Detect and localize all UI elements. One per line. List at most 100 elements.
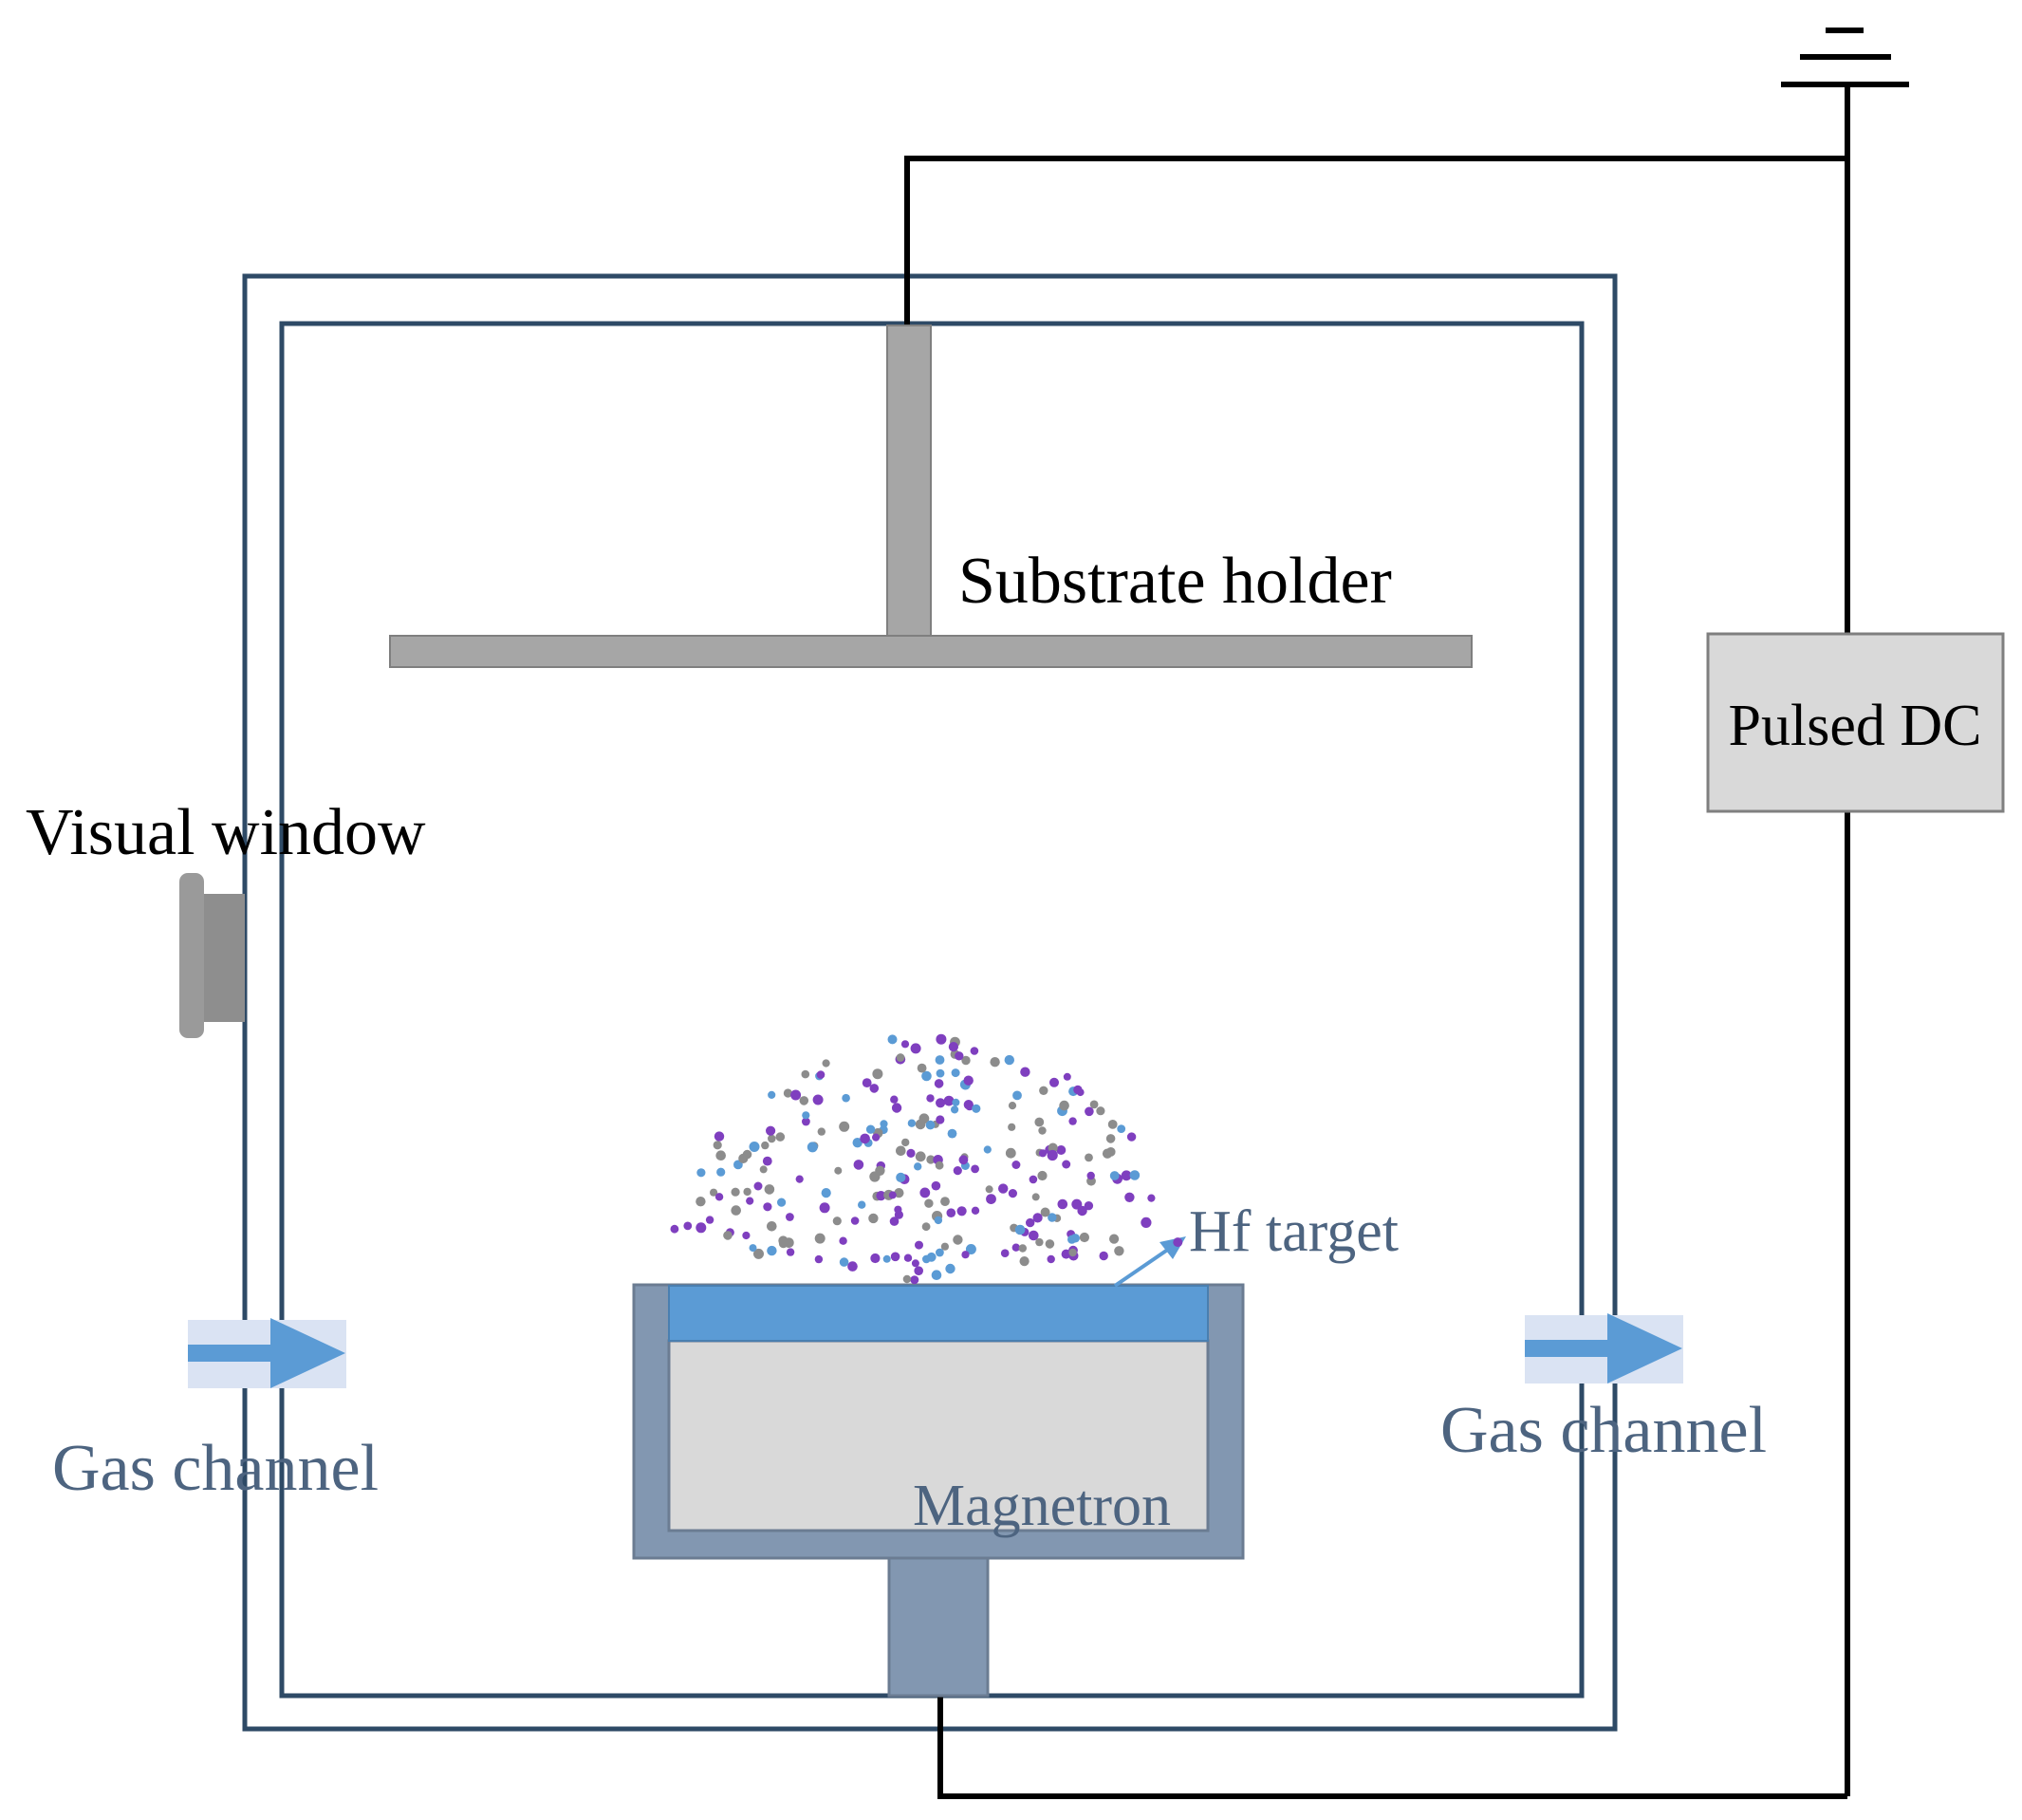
particle — [953, 1166, 962, 1176]
particle — [1047, 1149, 1058, 1161]
particle — [872, 1133, 881, 1142]
particle — [1038, 1149, 1048, 1158]
particle — [759, 1165, 768, 1174]
particle — [914, 1266, 923, 1275]
particle — [802, 1117, 810, 1126]
particle — [1032, 1213, 1043, 1223]
particle — [714, 1131, 725, 1142]
particle — [1008, 1102, 1017, 1110]
particle — [1038, 1126, 1047, 1135]
particle — [998, 1183, 1009, 1194]
pulsed-dc-label: Pulsed DC — [1729, 694, 1982, 758]
particle — [746, 1197, 754, 1205]
substrate-holder-plate — [389, 635, 1473, 668]
particle — [1034, 1117, 1045, 1127]
particle — [1089, 1100, 1099, 1109]
particle — [972, 1104, 981, 1113]
particle — [1014, 1224, 1026, 1235]
particle — [917, 1063, 927, 1073]
particle — [743, 1187, 751, 1197]
particle — [970, 1047, 979, 1055]
magnetron-stem — [887, 1554, 990, 1698]
particle — [767, 1245, 777, 1256]
particle — [778, 1235, 788, 1246]
particle — [816, 1070, 825, 1079]
particle — [931, 1270, 942, 1280]
particle — [940, 1197, 950, 1206]
particle — [822, 1059, 830, 1068]
particle — [742, 1231, 751, 1240]
particle — [775, 1132, 786, 1142]
particle — [936, 1098, 946, 1108]
substrate-holder-shaft — [886, 325, 932, 640]
particle — [713, 1141, 722, 1150]
particle — [870, 1253, 881, 1264]
particle — [812, 1094, 824, 1105]
particle — [951, 1068, 960, 1078]
particle — [872, 1068, 883, 1080]
particle — [1062, 1160, 1071, 1169]
particle — [801, 1069, 810, 1079]
particle — [738, 1153, 749, 1163]
particle — [890, 1252, 900, 1262]
particle — [819, 1202, 830, 1214]
particle — [926, 1094, 935, 1103]
particle — [936, 1068, 945, 1078]
particle — [1109, 1171, 1120, 1180]
particle — [935, 1161, 944, 1170]
particle — [955, 1051, 964, 1061]
sputtered-particle-cloud — [670, 1033, 1183, 1285]
particle — [1040, 1207, 1050, 1217]
gas-channel-right-label: Gas channel — [1440, 1394, 1767, 1467]
particle — [958, 1155, 969, 1165]
particle — [1086, 1171, 1095, 1180]
particle — [1096, 1106, 1105, 1116]
particle — [914, 1162, 922, 1171]
particle — [910, 1275, 919, 1285]
particle — [868, 1213, 879, 1224]
particle — [953, 1235, 963, 1245]
particle — [710, 1188, 718, 1197]
particle — [1117, 1124, 1126, 1133]
particle — [936, 1033, 947, 1045]
particle — [807, 1142, 818, 1153]
particle — [1004, 1054, 1015, 1066]
particle — [761, 1141, 770, 1150]
particle — [1099, 1251, 1108, 1261]
particle — [921, 1222, 931, 1232]
particle — [1047, 1254, 1055, 1264]
particle — [767, 1221, 777, 1232]
particle — [862, 1078, 872, 1087]
particle — [1121, 1170, 1132, 1181]
particle — [852, 1138, 863, 1148]
particle — [876, 1191, 886, 1201]
particle — [925, 1120, 936, 1130]
particle — [986, 1194, 996, 1204]
particle — [889, 1216, 900, 1226]
particle — [853, 1160, 864, 1170]
particle — [934, 1079, 944, 1088]
particle — [763, 1202, 772, 1212]
particle — [971, 1164, 979, 1174]
particle — [961, 1055, 971, 1066]
particle — [1061, 1249, 1071, 1259]
particle — [1126, 1132, 1137, 1142]
particle — [1085, 1106, 1094, 1117]
particle — [990, 1057, 1000, 1068]
particle — [951, 1105, 959, 1114]
particle — [1045, 1239, 1055, 1249]
particle — [891, 1103, 902, 1113]
particle — [894, 1205, 902, 1214]
particle — [839, 1257, 849, 1267]
particle — [911, 1259, 919, 1268]
particle — [768, 1134, 776, 1143]
visual-window-label: Visual window — [26, 796, 426, 869]
hf-target-label: Hf target — [1189, 1199, 1399, 1264]
particle — [931, 1180, 941, 1191]
particle — [947, 1128, 957, 1139]
particle — [749, 1244, 757, 1253]
particle — [858, 1200, 866, 1209]
particle — [940, 1242, 950, 1251]
particle — [1039, 1086, 1048, 1096]
particle — [936, 1115, 945, 1124]
